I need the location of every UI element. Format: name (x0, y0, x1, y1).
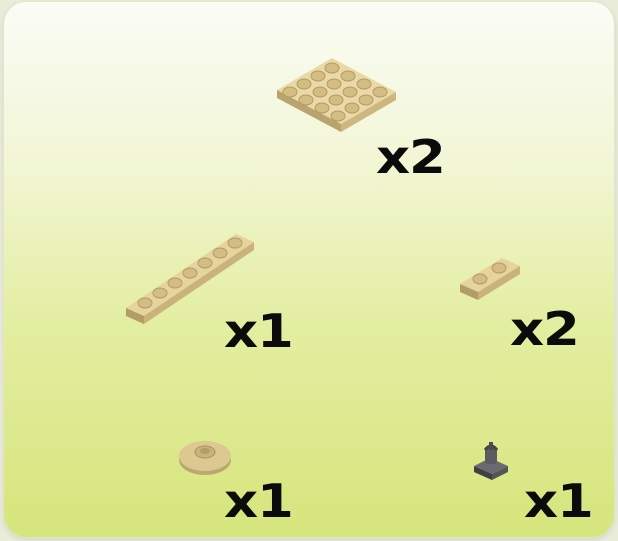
plate-4x4-quantity: x2 (376, 134, 445, 180)
round-plate-1x2-quantity: x1 (224, 478, 293, 524)
parts-list-panel: x2 x1 (4, 2, 614, 537)
tile-1x1-clip-quantity: x1 (524, 478, 593, 524)
tile-1x1-clip-image (470, 438, 514, 484)
plate-4x4-image (274, 52, 400, 134)
plate-1x2-quantity: x2 (510, 306, 579, 352)
plate-1x8-quantity: x1 (224, 308, 293, 354)
plate-1x2-image (456, 250, 524, 302)
